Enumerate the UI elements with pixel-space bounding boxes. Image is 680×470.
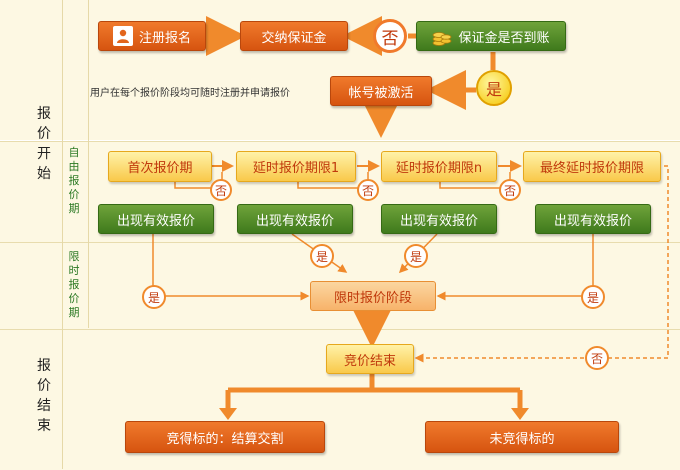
deposit-no-circle: 否 [373, 19, 407, 53]
line-final-no-dashed [414, 165, 669, 363]
ext1-no-circle: 否 [357, 179, 379, 201]
extend-1-label: 延时报价期限1 [252, 161, 340, 176]
first-no-label: 否 [214, 183, 227, 198]
section-label-start-text: 报价开始 [37, 106, 51, 182]
auction-end-label: 竞价结束 [343, 353, 396, 369]
activate-box: 帐号被激活 [330, 76, 432, 106]
extend-n-label: 延时报价期限n [395, 161, 483, 176]
valid-quote-box-3: 出现有效报价 [381, 204, 497, 234]
first-quote-label: 首次报价期 [127, 161, 193, 176]
arrowhead-not-won [511, 408, 529, 420]
line-valid4-down [436, 234, 594, 301]
deposit-yes-circle: 是 [476, 70, 512, 106]
valid3-yes-circle: 是 [404, 244, 428, 268]
final-no-label: 否 [590, 351, 603, 366]
final-no-circle: 否 [585, 346, 609, 370]
pay-deposit-box: 交纳保证金 [240, 21, 348, 51]
auction-end-box: 竞价结束 [326, 344, 414, 374]
valid3-yes-label: 是 [409, 249, 422, 264]
register-note: 用户在每个报价阶段均可随时注册并申请报价 [90, 88, 290, 99]
ext1-no-label: 否 [361, 183, 374, 198]
register-box: 注册报名 [98, 21, 206, 51]
final-extend-box: 最终延时报价期限 [523, 151, 661, 182]
valid2-yes-circle: 是 [310, 244, 334, 268]
divider-sub [88, 0, 89, 328]
valid-quote-label-3: 出现有效报价 [399, 213, 478, 229]
section-label-start: 报价开始 [34, 104, 54, 184]
valid1-yes-circle: 是 [142, 285, 166, 309]
arrow-end-to-outcomes [225, 374, 523, 412]
valid-quote-label-4: 出现有效报价 [553, 213, 632, 229]
user-icon [112, 26, 133, 46]
deposit-no-label: 否 [381, 28, 399, 49]
extn-no-label: 否 [503, 183, 516, 198]
sub-label-limited-quote-text: 限时报价期 [68, 250, 80, 319]
sub-label-free-quote: 自由报价期 [66, 146, 82, 216]
pay-deposit-label: 交纳保证金 [261, 30, 327, 46]
activate-label: 帐号被激活 [348, 85, 414, 101]
deposit-check-label: 保证金是否到账 [458, 30, 550, 46]
valid-quote-box-2: 出现有效报价 [237, 204, 353, 234]
valid2-yes-label: 是 [315, 249, 328, 264]
extend-n-box: 延时报价期限n [381, 151, 497, 182]
valid-quote-label-2: 出现有效报价 [255, 213, 334, 229]
coins-icon [432, 25, 452, 47]
sub-label-limited-quote: 限时报价期 [66, 250, 82, 320]
final-extend-label: 最终延时报价期限 [539, 161, 644, 176]
line-valid1-down [152, 234, 310, 301]
valid-quote-label-1: 出现有效报价 [116, 213, 195, 229]
valid4-yes-label: 是 [586, 290, 599, 305]
won-label: 竞得标的：结算交割 [166, 431, 284, 447]
extend-1-box: 延时报价期限1 [236, 151, 356, 182]
divider-left [62, 0, 63, 469]
first-no-circle: 否 [210, 179, 232, 201]
valid1-yes-label: 是 [147, 290, 160, 305]
not-won-box: 未竞得标的 [425, 421, 619, 453]
valid-quote-box-1: 出现有效报价 [98, 204, 214, 234]
limited-stage-box: 限时报价阶段 [310, 281, 436, 311]
valid-quote-box-4: 出现有效报价 [535, 204, 651, 234]
extn-no-circle: 否 [499, 179, 521, 201]
first-quote-box: 首次报价期 [108, 151, 212, 182]
deposit-yes-label: 是 [485, 80, 502, 99]
deposit-check-box: 保证金是否到账 [416, 21, 566, 51]
limited-stage-label: 限时报价阶段 [333, 290, 412, 306]
section-label-end-text: 报价结束 [37, 358, 51, 434]
sub-label-free-quote-text: 自由报价期 [68, 146, 80, 215]
not-won-label: 未竞得标的 [489, 431, 555, 447]
register-label: 注册报名 [138, 30, 191, 46]
won-box: 竞得标的：结算交割 [125, 421, 325, 453]
section-label-end: 报价结束 [34, 356, 54, 436]
arrowhead-won [219, 408, 237, 420]
valid4-yes-circle: 是 [581, 285, 605, 309]
